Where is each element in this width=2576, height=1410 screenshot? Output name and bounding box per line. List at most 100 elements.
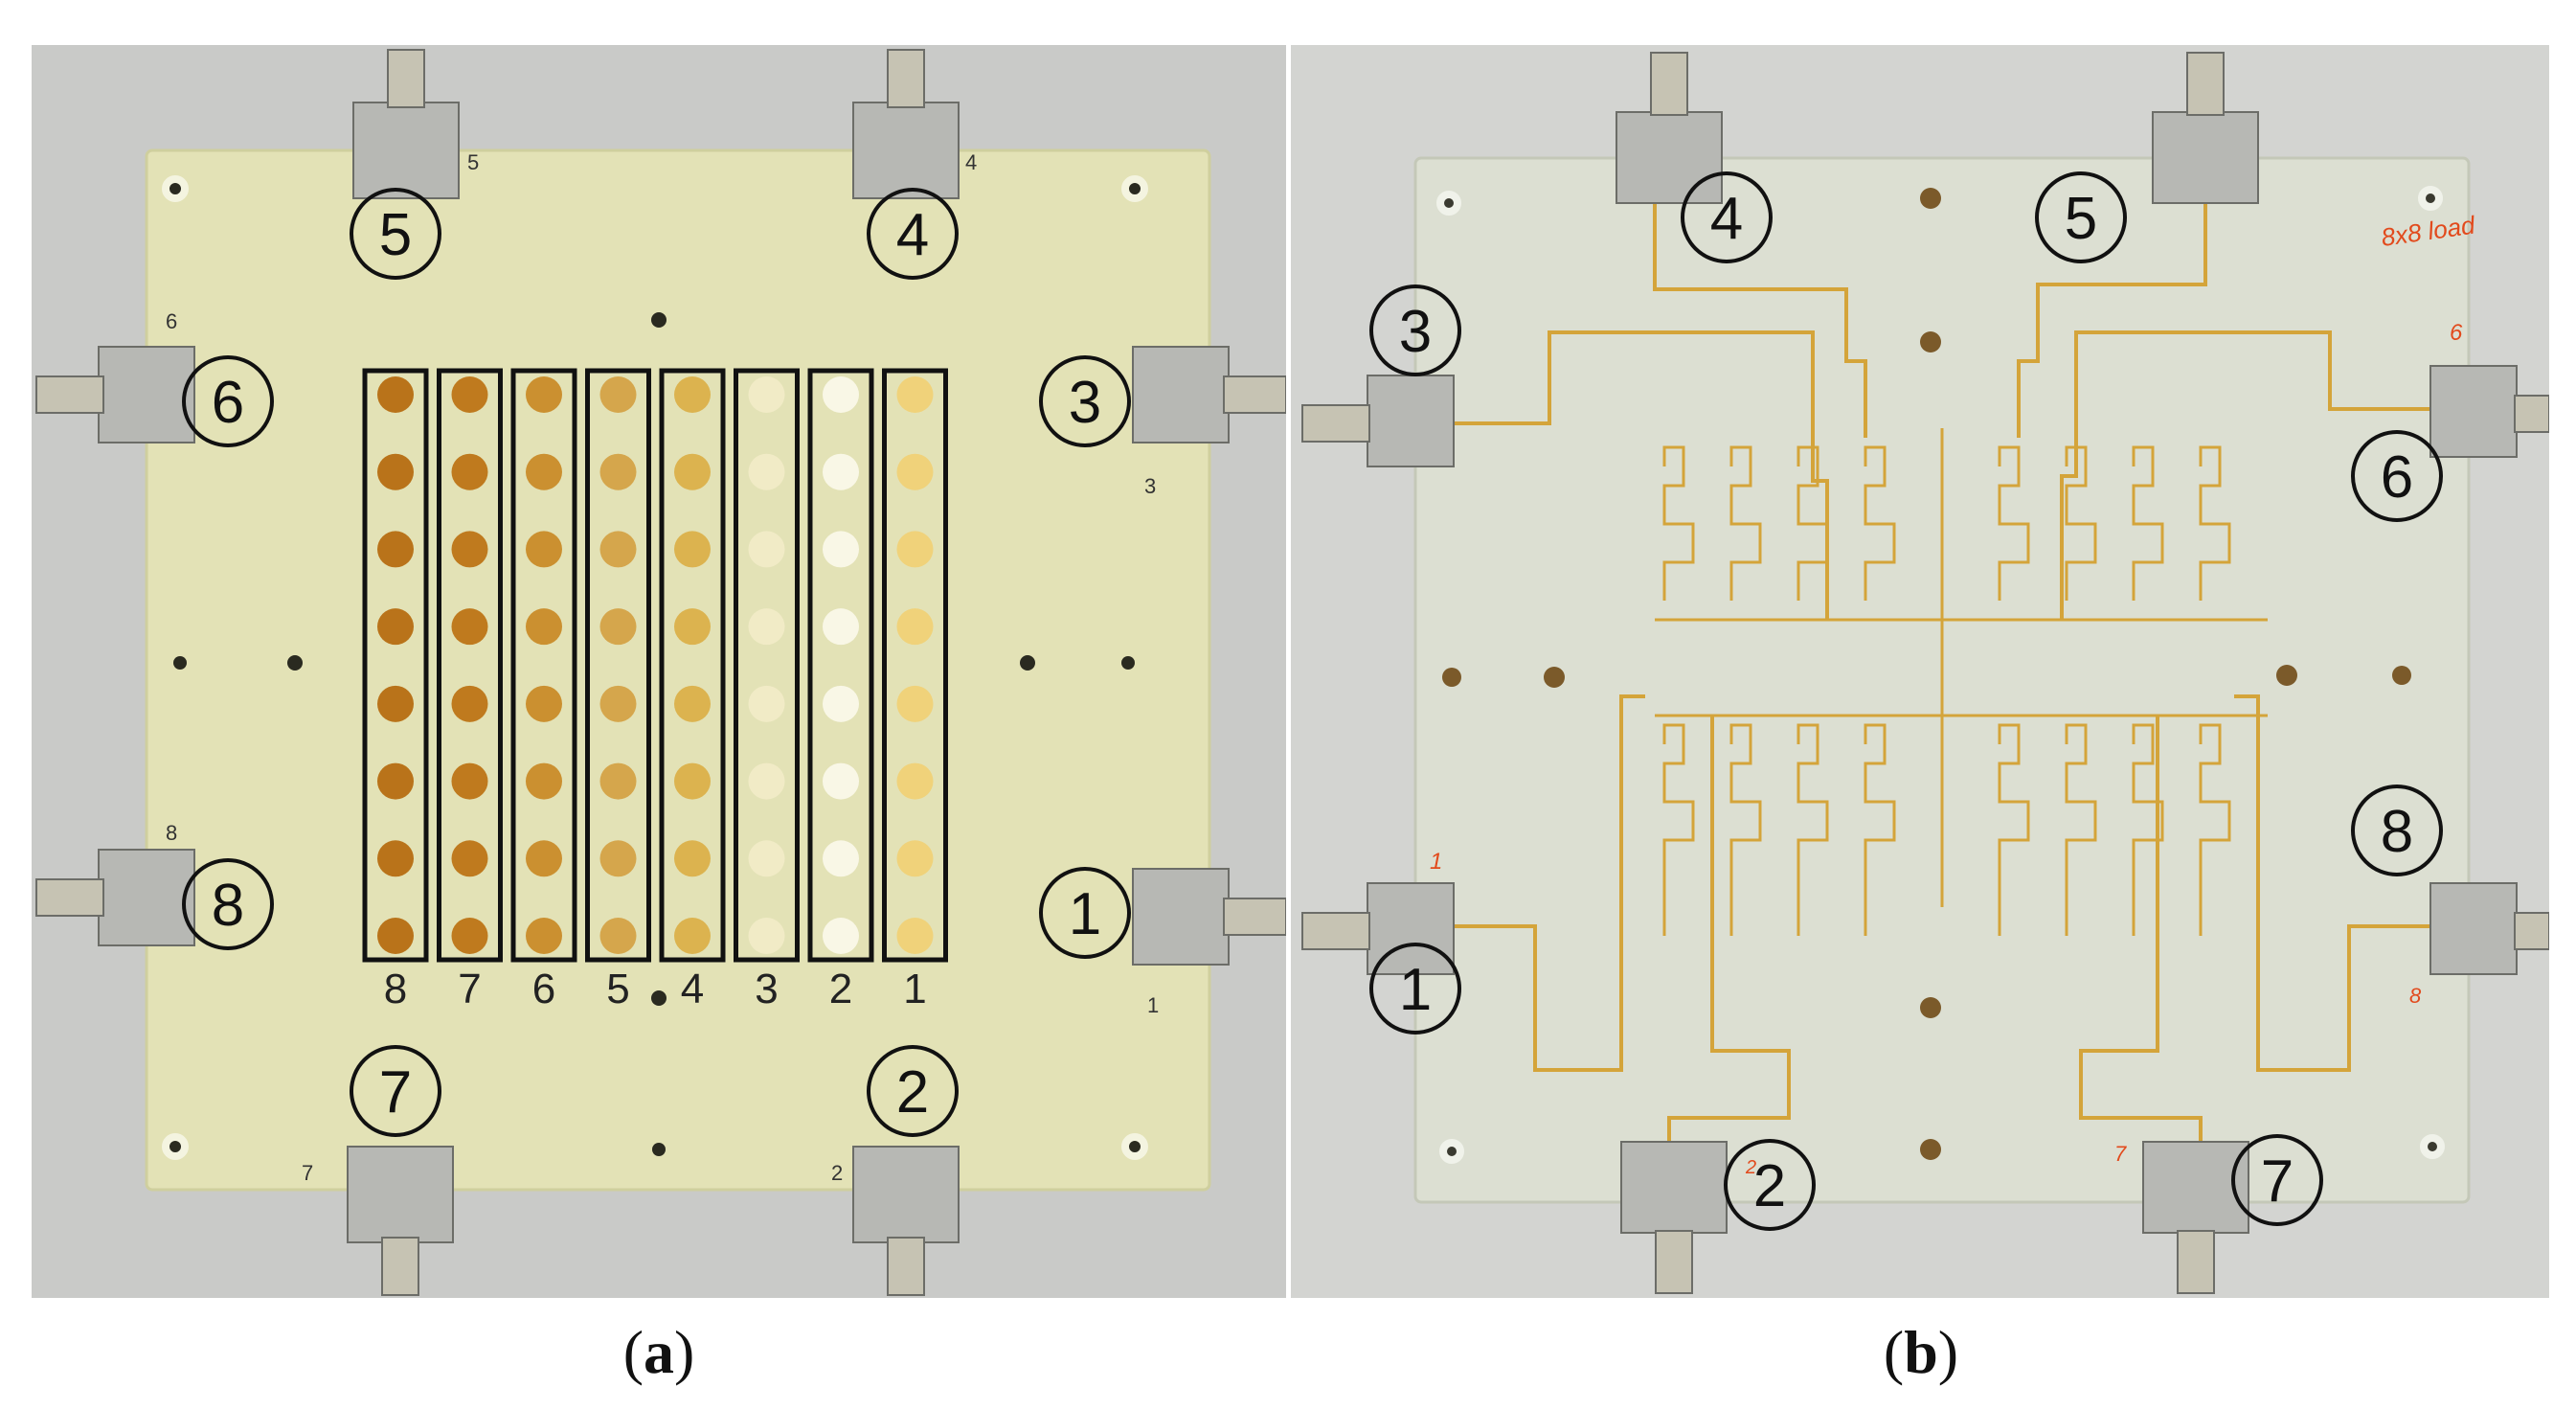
patch-element (526, 453, 562, 490)
patch-element (451, 685, 488, 722)
silk-label-1: 1 (1147, 993, 1159, 1017)
patch-element (823, 840, 859, 877)
patch-element (823, 376, 859, 413)
patch-element (377, 531, 414, 568)
patch-element (896, 918, 934, 954)
column-label: 8 (384, 966, 407, 1012)
patch-element (451, 762, 488, 800)
handwritten-mark-6: 6 (2450, 320, 2463, 346)
patch-element (599, 762, 637, 800)
caption-b-letter: b (1904, 1318, 1938, 1386)
port-label-7: 7 (2261, 1148, 2294, 1215)
patch-element (526, 840, 562, 877)
patch-element (823, 531, 859, 568)
patch-element (823, 685, 859, 722)
patch-element (896, 685, 934, 722)
silk-label-6: 6 (166, 309, 177, 333)
array-column-box (882, 368, 948, 963)
patch-element (377, 918, 414, 954)
patch-element (748, 453, 785, 490)
port-label-2: 2 (1753, 1153, 1786, 1219)
array-column-box (659, 368, 726, 963)
silk-label-5: 5 (467, 150, 479, 174)
patch-element (526, 376, 562, 413)
port-circles-a (182, 188, 1131, 1137)
patch-element (823, 608, 859, 646)
patch-element (451, 531, 488, 568)
array-column-box (807, 368, 874, 963)
column-label: 1 (903, 966, 926, 1012)
array-column-box (510, 368, 577, 963)
patch-element (674, 685, 711, 722)
patch-element (674, 531, 711, 568)
patch-element (748, 840, 785, 877)
patch-element (377, 376, 414, 413)
patch-element (674, 608, 711, 646)
patch-element (377, 608, 414, 646)
column-label: 2 (829, 966, 852, 1012)
patch-element (377, 840, 414, 877)
patch-element (377, 762, 414, 800)
port-label-4: 4 (896, 202, 929, 268)
patch-element (674, 840, 711, 877)
array-column-box (585, 368, 651, 963)
patch-element (451, 918, 488, 954)
array-column-box (734, 368, 800, 963)
handwritten-mark-8: 8 (2409, 984, 2422, 1008)
patch-element (748, 376, 785, 413)
caption-a: (a) (622, 1318, 695, 1386)
handwritten-mark-2: 2 (1745, 1157, 1756, 1178)
port-label-5: 5 (2065, 186, 2097, 252)
port-label-8: 8 (212, 873, 244, 939)
patch-element (526, 762, 562, 800)
antenna-array (362, 368, 948, 963)
column-label: 5 (606, 966, 629, 1012)
port-label-2: 2 (896, 1059, 929, 1126)
silk-label-3: 3 (1144, 474, 1156, 498)
silk-label-4: 4 (965, 150, 977, 174)
patch-element (896, 453, 934, 490)
port-circles-b (1369, 171, 2443, 1231)
patch-element (451, 453, 488, 490)
patch-element (599, 453, 637, 490)
patch-element (748, 531, 785, 568)
feed-network-traces (1396, 146, 2478, 1185)
column-label: 7 (458, 966, 481, 1012)
patch-element (823, 918, 859, 954)
patch-element (896, 531, 934, 568)
patch-element (748, 918, 785, 954)
patch-element (748, 762, 785, 800)
sma-connectors-a (35, 49, 1286, 1296)
port-label-3: 3 (1069, 370, 1101, 436)
patch-element (599, 685, 637, 722)
photo-panel-b: 8x8 load 6 1 2 7 8 4 5 3 6 8 1 2 7 (1291, 45, 2549, 1298)
patch-element (451, 608, 488, 646)
patch-element (526, 685, 562, 722)
port-label-3: 3 (1399, 299, 1432, 365)
sma-connectors-b (1301, 52, 2549, 1294)
patch-element (526, 918, 562, 954)
port-label-4: 4 (1710, 186, 1743, 252)
array-column-box (362, 368, 429, 963)
port-label-7: 7 (379, 1059, 412, 1126)
caption-b: (b) (1883, 1318, 1959, 1386)
silk-label-2: 2 (831, 1161, 843, 1185)
handwritten-mark-1: 1 (1430, 849, 1442, 875)
patch-element (377, 453, 414, 490)
patch-element (526, 608, 562, 646)
port-label-1: 1 (1399, 957, 1432, 1023)
patch-element (599, 608, 637, 646)
patch-element (674, 918, 711, 954)
patch-element (599, 840, 637, 877)
patch-element (748, 685, 785, 722)
column-label: 6 (532, 966, 555, 1012)
patch-element (377, 685, 414, 722)
patch-element (748, 608, 785, 646)
patch-element (674, 762, 711, 800)
patch-element (823, 762, 859, 800)
caption-a-letter: a (644, 1318, 674, 1386)
column-label: 4 (681, 966, 704, 1012)
array-column-box (437, 368, 503, 963)
handwritten-mark-7: 7 (2114, 1142, 2127, 1166)
